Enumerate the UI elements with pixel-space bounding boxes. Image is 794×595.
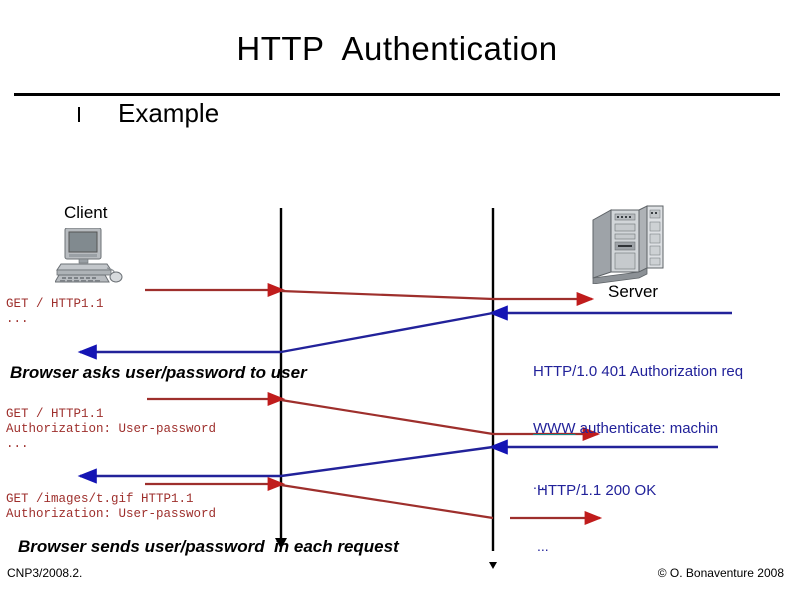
note-browser-asks: Browser asks user/password to user: [10, 363, 307, 382]
footer-copyright: © O. Bonaventure 2008: [657, 566, 784, 580]
response-1-line2: WWW authenticate: machin: [533, 419, 743, 438]
footer-course-code: CNP3/2008.2.: [7, 566, 83, 580]
response-1-ellipsis: ...: [533, 476, 545, 492]
response-2-text: HTTP/1.1 200 OK ...: [537, 443, 656, 592]
server-lifeline-arrowhead: [489, 562, 497, 569]
request-2-text: GET / HTTP1.1 Authorization: User-passwo…: [6, 407, 217, 451]
client-label: Client: [64, 203, 108, 222]
response-1-line1: HTTP/1.0 401 Authorization req: [533, 363, 744, 380]
arrow-request-1: [145, 282, 595, 307]
title-divider: [14, 93, 780, 96]
response-2-line1: HTTP/1.1 200 OK: [537, 482, 657, 499]
bullet-marker-icon: [78, 107, 80, 122]
response-1-text: HTTP/1.0 401 Authorization req WWW authe…: [533, 324, 743, 530]
response-2-ellipsis: ...: [537, 538, 549, 554]
desktop-computer-icon: [54, 227, 127, 284]
server-label: Server: [608, 282, 659, 301]
spellcheck-word-www: WWW: [533, 420, 576, 437]
bullet-row: Example: [78, 98, 678, 138]
bullet-label: Example: [118, 98, 220, 128]
note-browser-sends: Browser sends user/password in each requ…: [18, 537, 399, 556]
request-3-text: GET /images/t.gif HTTP1.1 Authorization:…: [6, 492, 217, 521]
response-1-line2-rest: authenticate: machin: [575, 420, 719, 437]
server-rack-icon: [589, 204, 667, 285]
slide-title: HTTP Authentication: [236, 30, 558, 67]
request-1-text: GET / HTTP1.1 ...: [6, 297, 104, 326]
